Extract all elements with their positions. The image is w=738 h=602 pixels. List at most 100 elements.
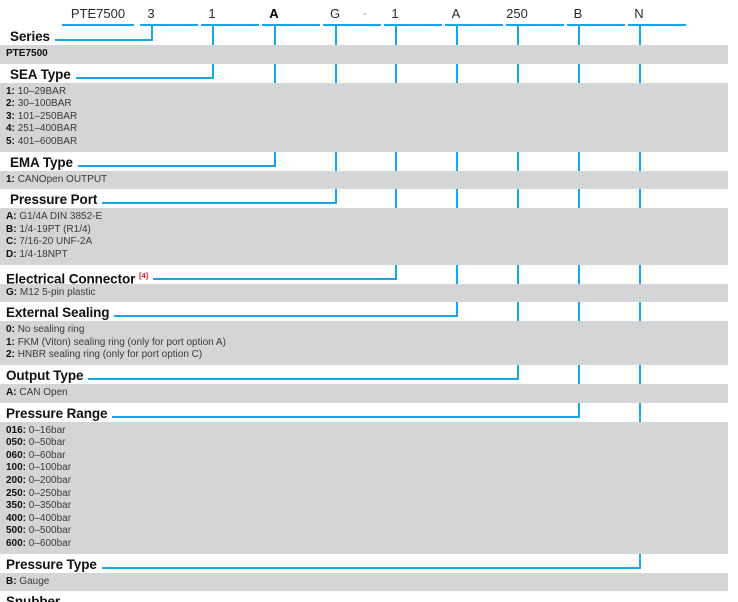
section-title-pressure-range: Pressure Range: [6, 405, 108, 422]
section-title-label: Series: [10, 29, 50, 44]
option-list: A: CAN Open: [6, 387, 68, 400]
code-separator: -: [363, 6, 367, 20]
option-item: 500: 0–500bar: [6, 525, 71, 538]
option-value: No sealing ring: [17, 324, 85, 336]
section-title-label: EMA Type: [10, 154, 73, 170]
code-token-7: 1: [391, 6, 399, 21]
section-title-series: Series: [10, 29, 50, 45]
section-title-label: Pressure Type: [6, 556, 97, 572]
option-value: M12 5-pin plastic: [19, 286, 96, 298]
option-value: 0–16bar: [28, 424, 66, 436]
option-item: 060: 0–60bar: [6, 450, 71, 463]
option-band: [0, 384, 728, 403]
option-item: 350: 0–350bar: [6, 500, 71, 513]
option-key: 050:: [6, 437, 27, 449]
option-item: B: Gauge: [6, 576, 49, 589]
option-value: 101–250BAR: [17, 110, 78, 122]
option-item: 4: 251–400BAR: [6, 123, 77, 136]
code-underline-bar: [445, 24, 503, 26]
code-token-2: 3: [147, 6, 155, 21]
option-key: 0:: [6, 324, 15, 336]
option-value: 251–400BAR: [17, 123, 78, 135]
leader-line-vertical: [151, 24, 153, 41]
section-title-electrical-connector: Electrical Connector [4]: [6, 268, 148, 288]
option-key: 1:: [6, 85, 15, 97]
option-value: 0–200bar: [28, 474, 72, 486]
code-underline-bar: [384, 24, 442, 26]
option-item: 050: 0–50bar: [6, 437, 71, 450]
option-value: Gauge: [19, 575, 50, 587]
code-separator: -: [149, 6, 153, 20]
footnote-marker: [4]: [138, 270, 149, 280]
section-title-external-sealing: External Sealing: [6, 305, 110, 321]
option-key: 2:: [6, 349, 15, 361]
code-token-5: G: [329, 6, 341, 21]
option-key: D:: [6, 248, 17, 260]
option-value: FKM (Viton) sealing ring (only for port …: [17, 336, 226, 348]
option-item: B: 1/4-19PT (R1/4): [6, 224, 102, 237]
option-band: [0, 208, 728, 265]
option-item: 016: 0–16bar: [6, 425, 71, 438]
option-item: PTE7500: [6, 48, 48, 61]
option-band: [0, 170, 728, 190]
code-underline-bar: [201, 24, 259, 26]
option-band: [0, 45, 728, 64]
option-value: 0–50bar: [28, 437, 66, 449]
option-item: 400: 0–400bar: [6, 513, 71, 526]
option-key: 4:: [6, 123, 15, 135]
option-item: 1: CANOpen OUTPUT: [6, 174, 107, 187]
option-key: 3:: [6, 110, 15, 122]
option-value: 1/4-18NPT: [19, 248, 68, 260]
option-list: G: M12 5-pin plastic: [6, 287, 95, 300]
option-key: C:: [6, 236, 17, 248]
option-item: 3: 101–250BAR: [6, 111, 77, 124]
option-item: 0: No sealing ring: [6, 324, 226, 337]
option-key: A:: [6, 387, 17, 398]
option-item: C: 7/16-20 UNF-2A: [6, 236, 102, 249]
option-list: PTE7500: [6, 48, 48, 61]
leader-line-horizontal: [112, 415, 580, 418]
option-key: 5:: [6, 135, 15, 147]
section-title-snubber: Snubber: [6, 594, 60, 602]
option-value: CAN Open: [19, 387, 68, 398]
option-value: 1/4-19PT (R1/4): [19, 223, 91, 235]
option-key: 1:: [6, 173, 15, 185]
leader-line-horizontal: [54, 39, 153, 41]
section-title-label: Snubber: [6, 594, 61, 602]
option-item: A: G1/4A DIN 3852-E: [6, 211, 102, 224]
option-key: PTE7500: [6, 48, 48, 59]
option-key: 1:: [6, 336, 15, 348]
leader-line-vertical: [517, 24, 519, 380]
leader-line-horizontal: [101, 566, 641, 569]
option-value: 0–400bar: [28, 512, 72, 524]
option-value: 0–500bar: [28, 525, 72, 537]
option-item: 5: 401–600BAR: [6, 136, 77, 149]
option-key: 400:: [6, 512, 27, 524]
leader-line-horizontal: [75, 76, 214, 79]
leader-line-vertical: [395, 24, 397, 280]
option-key: B:: [6, 575, 17, 587]
option-item: 200: 0–200bar: [6, 475, 71, 488]
code-underline-bar: [262, 24, 320, 26]
code-underline-bar: [62, 24, 134, 26]
option-item: D: 1/4-18NPT: [6, 249, 102, 262]
section-title-label: Pressure Range: [6, 405, 108, 421]
leader-line-horizontal: [77, 164, 276, 167]
option-band: [0, 82, 728, 152]
option-value: 30–100BAR: [17, 98, 72, 110]
code-token-0: PTE7500: [70, 6, 126, 21]
code-token-10: B: [573, 6, 583, 21]
option-band: [0, 321, 728, 365]
option-value: 0–100bar: [28, 462, 72, 474]
option-value: G1/4A DIN 3852-E: [19, 211, 103, 223]
option-list: B: Gauge: [6, 576, 49, 589]
option-item: 1: FKM (Viton) sealing ring (only for po…: [6, 337, 226, 350]
option-item: 2: 30–100BAR: [6, 98, 77, 111]
option-value: 0–600bar: [28, 537, 72, 549]
